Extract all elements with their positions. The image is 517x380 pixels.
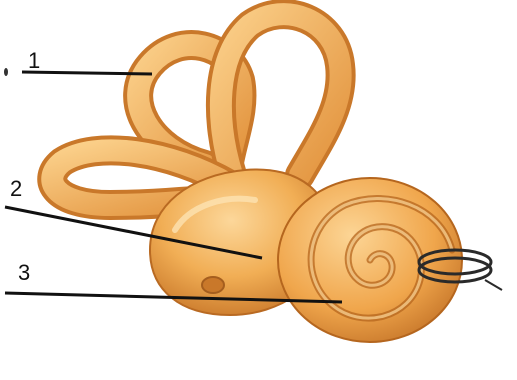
label-3: 3 [18,260,30,285]
label-1: 1 [28,48,40,73]
leader-line-1 [22,72,152,74]
semicircular-canals [52,14,340,205]
oval-window [202,277,224,293]
edge-mark [4,68,8,76]
label-2: 2 [10,176,22,201]
